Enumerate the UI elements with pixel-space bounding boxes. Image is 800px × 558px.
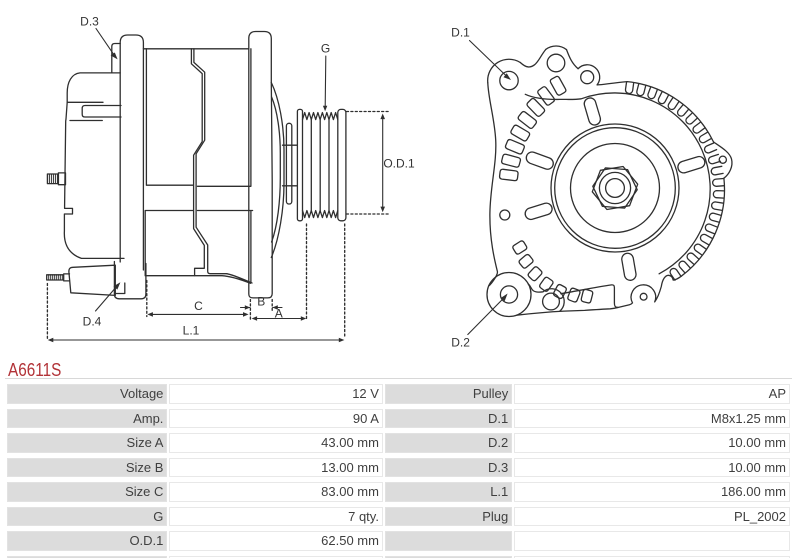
svg-text:B: B: [257, 295, 265, 309]
svg-text:L.1: L.1: [183, 324, 200, 338]
svg-text:D.3: D.3: [80, 15, 99, 29]
svg-text:D.4: D.4: [83, 315, 102, 329]
svg-text:D.2: D.2: [451, 336, 470, 350]
svg-text:O.D.1: O.D.1: [383, 157, 415, 171]
svg-text:D.1: D.1: [451, 26, 470, 40]
svg-text:C: C: [194, 299, 203, 313]
svg-text:G: G: [321, 42, 330, 56]
svg-text:A: A: [275, 307, 283, 321]
